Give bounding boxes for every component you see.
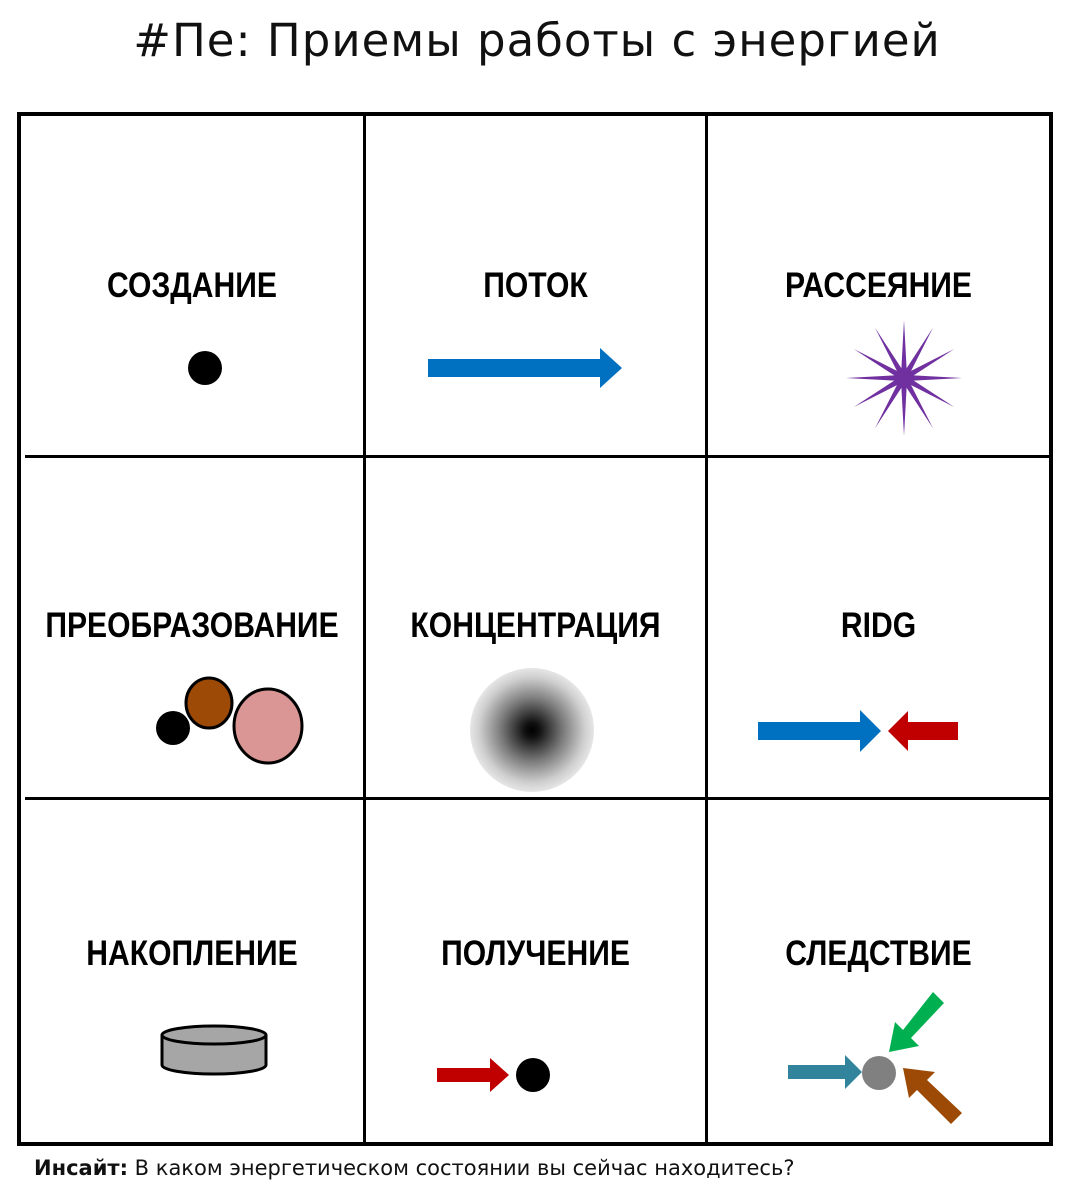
grid-divider-h2 — [25, 797, 1049, 800]
purple-starburst-icon — [846, 320, 962, 436]
cylinder-icon — [160, 1024, 268, 1076]
cell-creation: СОЗДАНИЕ — [21, 116, 363, 455]
cell-label-accumulation: НАКОПЛЕНИЕ — [86, 934, 298, 973]
three-arrows-to-dot-icon — [788, 992, 962, 1124]
cell-concentration: КОНЦЕНТРАЦИЯ — [366, 458, 705, 797]
grid-divider-v2 — [705, 116, 708, 1142]
page-title: #Пе: Приемы работы с энергией — [133, 14, 941, 67]
techniques-grid: СОЗДАНИЕ ПОТОК РАССЕЯНИЕ ПРЕОБРАЗОВАНИЕ … — [17, 112, 1053, 1146]
radial-gradient-circle-icon — [470, 668, 594, 792]
cell-accumulation: НАКОПЛЕНИЕ — [21, 800, 363, 1142]
insight-label: Инсайт: — [34, 1156, 128, 1180]
opposing-arrows-icon — [758, 710, 958, 752]
cell-transformation: ПРЕОБРАЗОВАНИЕ — [21, 458, 363, 797]
blue-arrow-right-icon — [428, 348, 622, 388]
cell-label-dissipation: РАССЕЯНИЕ — [784, 266, 973, 305]
cell-label-flow: ПОТОК — [483, 266, 588, 305]
cell-label-creation: СОЗДАНИЕ — [107, 266, 277, 305]
cell-label-reception: ПОЛУЧЕНИЕ — [441, 934, 630, 973]
cell-flow: ПОТОК — [366, 116, 705, 455]
cell-consequence: СЛЕДСТВИЕ — [708, 800, 1049, 1142]
cell-label-consequence: СЛЕДСТВИЕ — [785, 934, 972, 973]
black-dot-icon — [188, 351, 222, 385]
cell-reception: ПОЛУЧЕНИЕ — [366, 800, 705, 1142]
insight-text: Инсайт: В каком энергетическом состоянии… — [34, 1156, 794, 1180]
red-arrow-to-dot-icon — [437, 1058, 550, 1092]
insight-question: В каком энергетическом состоянии вы сейч… — [128, 1156, 795, 1180]
cell-ridg: RIDG — [708, 458, 1049, 797]
cell-label-transformation: ПРЕОБРАЗОВАНИЕ — [45, 606, 339, 645]
grid-divider-v1 — [363, 116, 366, 1142]
three-circles-icon — [156, 676, 304, 765]
cell-label-concentration: КОНЦЕНТРАЦИЯ — [410, 606, 661, 645]
cell-label-ridg: RIDG — [840, 606, 917, 645]
cell-dissipation: РАССЕЯНИЕ — [708, 116, 1049, 455]
grid-divider-h1 — [25, 455, 1049, 458]
